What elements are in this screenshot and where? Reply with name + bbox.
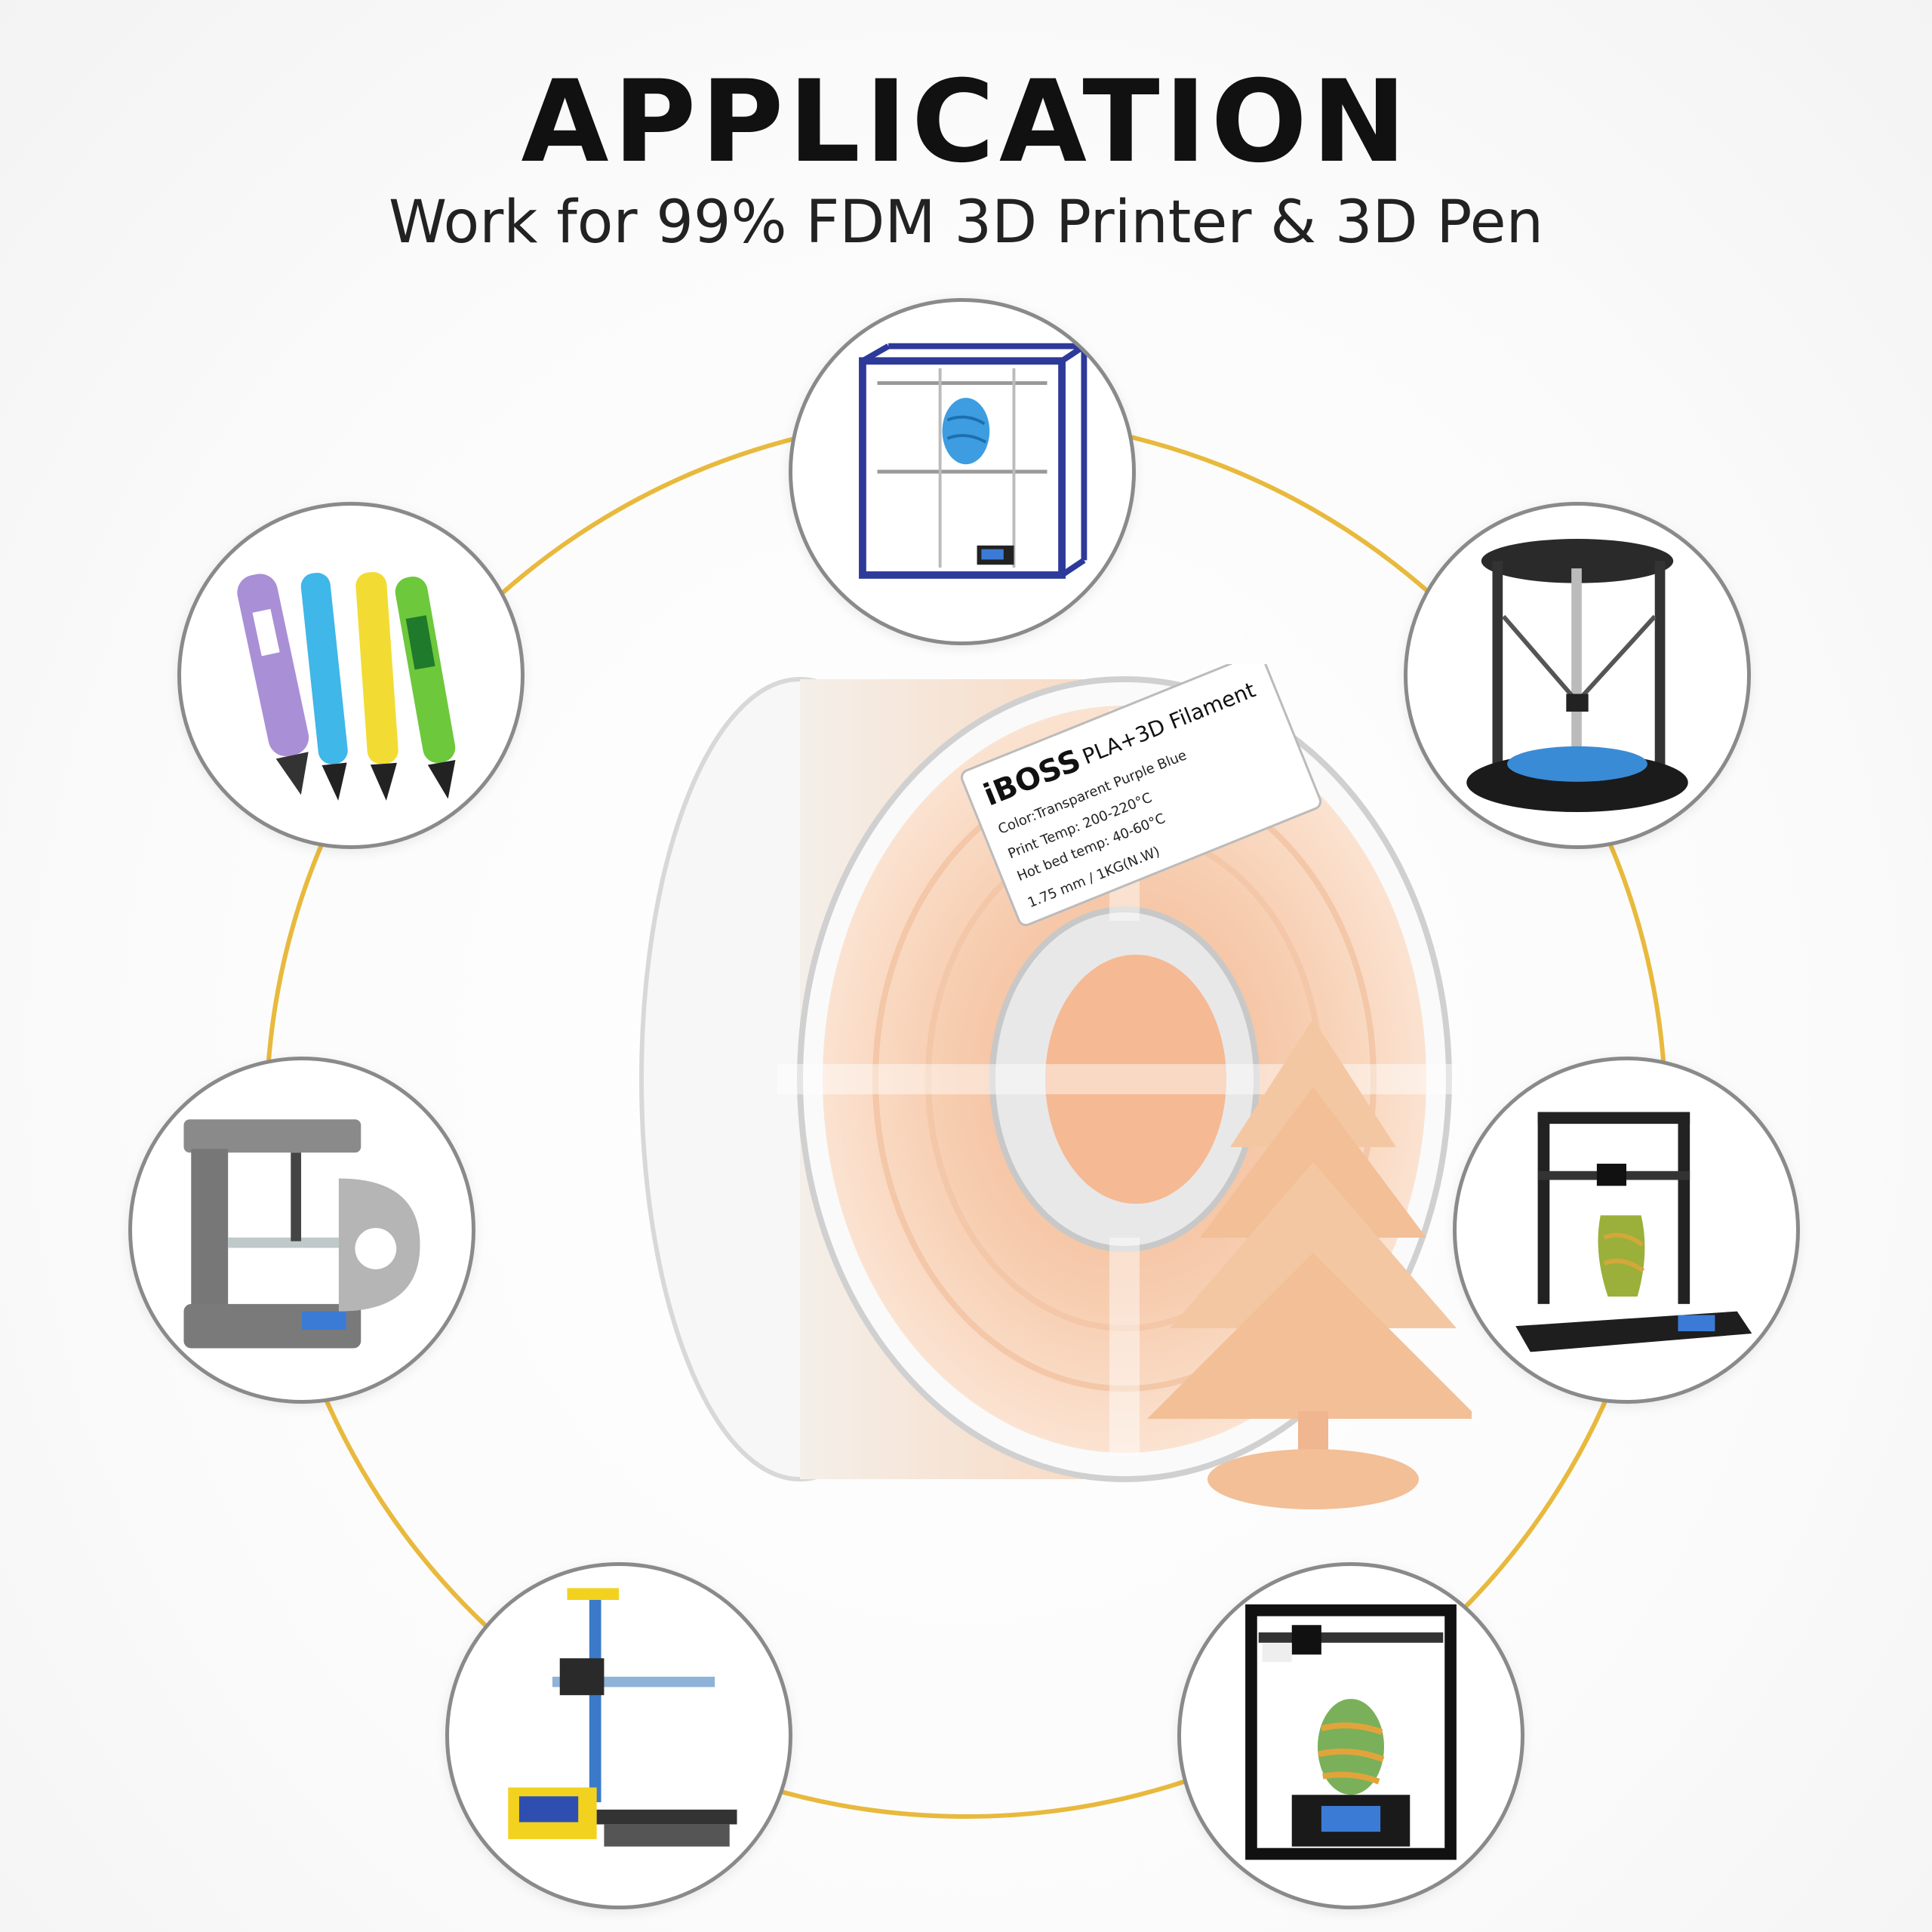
filament-spool-illustration: iBOSS PLA+3D Filament Color:Transparent …: [551, 653, 1479, 1540]
enclosed-printer-icon: [1177, 1562, 1524, 1909]
page-title: APPLICATION: [521, 57, 1411, 188]
3d-pens-icon: [177, 502, 525, 849]
delta-printer-icon: [1404, 502, 1751, 849]
printed-tree-model: [1147, 1019, 1479, 1509]
desktop-printer-icon: [128, 1057, 475, 1404]
header: APPLICATION Work for 99% FDM 3D Printer …: [0, 60, 1932, 259]
mini-printer-icon: [445, 1562, 792, 1909]
cube-frame-printer-icon: [789, 298, 1136, 645]
page-subtitle: Work for 99% FDM 3D Printer & 3D Pen: [388, 189, 1544, 257]
open-frame-printer-icon: [1453, 1057, 1800, 1404]
